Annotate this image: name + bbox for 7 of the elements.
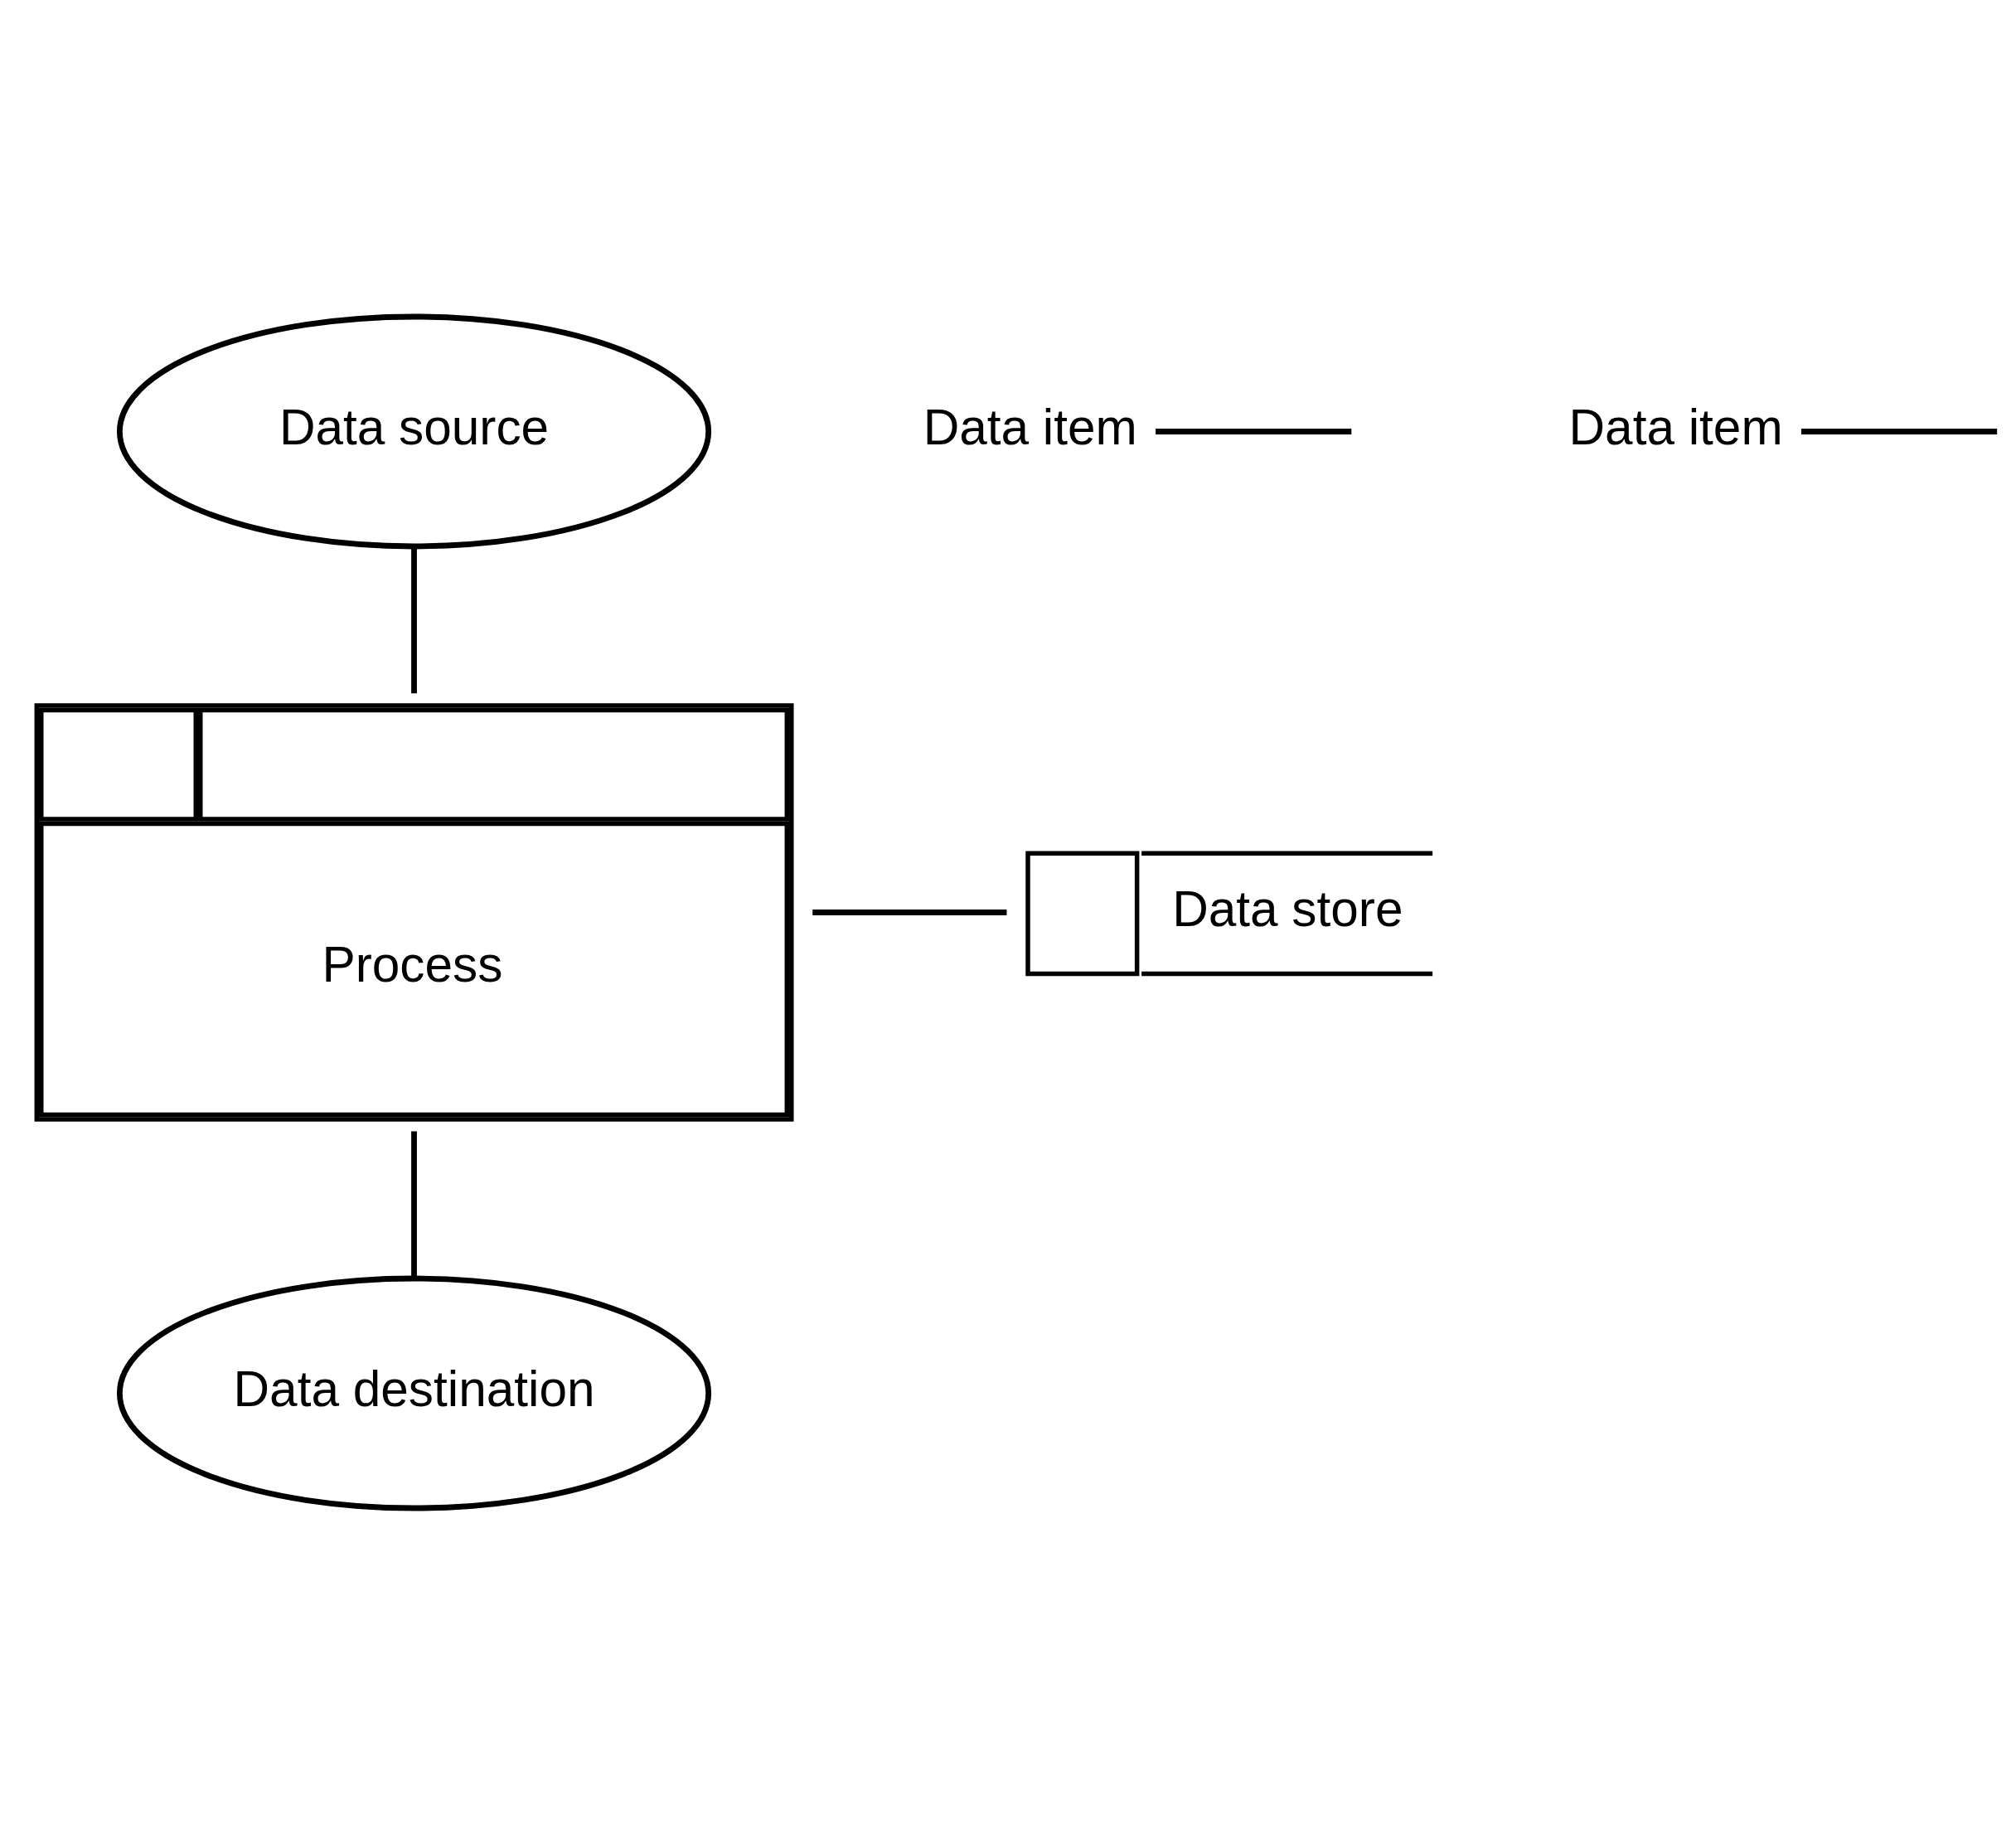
node-ellipse: Data destination	[116, 1275, 712, 1511]
node-text: Data item	[1568, 398, 1783, 455]
node-ellipse: Data source	[116, 313, 712, 549]
node-box: Process	[34, 702, 794, 1122]
node-text: Data item	[923, 398, 1137, 455]
connector	[1800, 428, 1998, 434]
connector	[411, 1130, 417, 1278]
